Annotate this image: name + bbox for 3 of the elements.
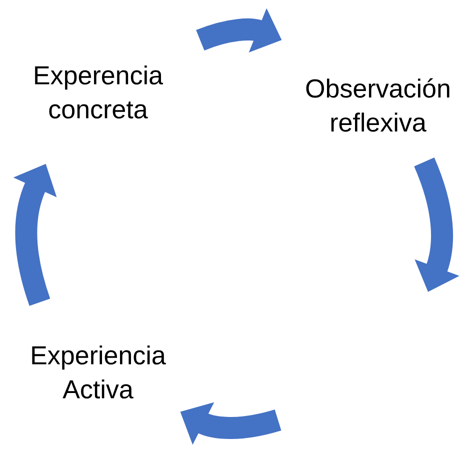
node-label: Experencia concreta — [35, 65, 164, 119]
node-label: Observación reflexiva — [306, 78, 450, 132]
node-label: Experiencia Activa — [32, 345, 166, 399]
